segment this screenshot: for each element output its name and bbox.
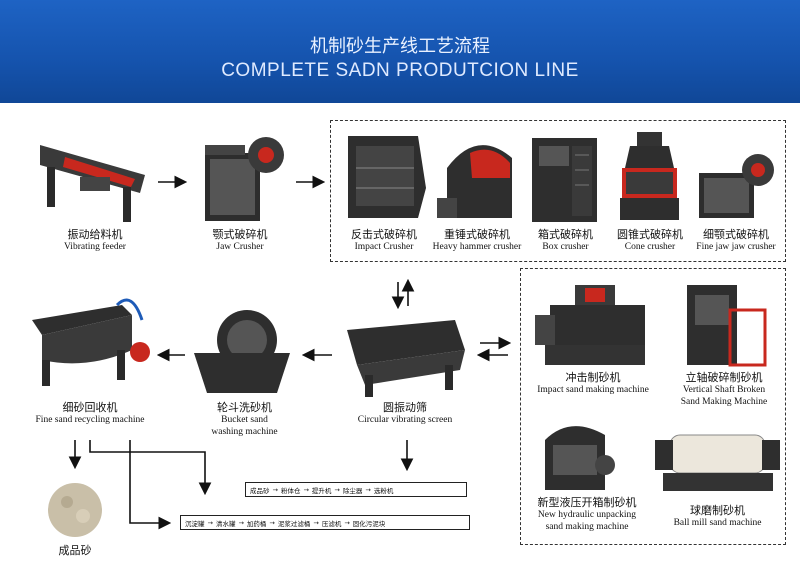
heavy-hammer-crusher-image bbox=[437, 145, 512, 218]
impact-crusher-image bbox=[348, 136, 426, 218]
title-cn: 机制砂生产线工艺流程 bbox=[310, 36, 490, 57]
label-impact-sand: 冲击制砂机 Impact sand making machine bbox=[537, 371, 649, 396]
label-jaw-crusher: 颚式破碎机 Jaw Crusher bbox=[212, 228, 268, 253]
label-fine-sand-recycling: 细砂回收机 Fine sand recycling machine bbox=[35, 401, 145, 426]
label-ball-mill: 球磨制砂机 Ball mill sand machine bbox=[673, 504, 762, 529]
fine-jaw-crusher-image bbox=[699, 154, 774, 218]
flow-arrow: → bbox=[334, 485, 340, 494]
flow-arrow: → bbox=[303, 485, 309, 494]
label-bucket-washer: 轮斗洗砂机 Bucket sand washing machine bbox=[211, 401, 278, 438]
label-box-crusher: 箱式破碎机 Box crusher bbox=[538, 228, 593, 253]
jaw-crusher-image bbox=[205, 137, 284, 221]
flow-bottom-step: 泥浆过滤桶 bbox=[277, 519, 311, 528]
flow-top-step: 选粉机 bbox=[373, 486, 394, 495]
flow-bottom-box: 沉淀罐→ 清水罐→ 加药桶→ 泥浆过滤桶→ 压滤机→ 固化污泥块 bbox=[180, 515, 470, 530]
label-vertical-shaft: 立轴破碎制砂机 Vertical Shaft Broken Sand Makin… bbox=[680, 371, 768, 408]
flow-top-step: 成品砂 bbox=[250, 486, 270, 495]
label-fine-jaw: 细颚式破碎机 Fine jaw jaw crusher bbox=[696, 228, 776, 253]
flow-bottom-step: 加药桶 bbox=[246, 519, 267, 528]
flow-arrow: → bbox=[313, 518, 319, 527]
title-en: COMPLETE SADN PRODUTCION LINE bbox=[221, 60, 579, 81]
label-vibrating-feeder: 振动给料机 Vibrating feeder bbox=[64, 228, 126, 253]
flow-top-step: 除尘器 bbox=[342, 486, 363, 495]
flow-top-step: 粉体仓 bbox=[280, 486, 301, 495]
vertical-shaft-image bbox=[687, 285, 767, 367]
label-hydraulic-box: 新型液压开箱制砂机 New hydraulic unpacking sand m… bbox=[537, 496, 637, 533]
flow-arrow: → bbox=[269, 518, 275, 527]
vibrating-feeder-image bbox=[40, 145, 145, 222]
flow-arrow: → bbox=[238, 518, 244, 527]
header-banner: 机制砂生产线工艺流程 COMPLETE SADN PRODUTCION LINE bbox=[0, 0, 800, 103]
label-circular-screen: 圆振动筛 Circular vibrating screen bbox=[357, 401, 453, 426]
fine-sand-recycling-image bbox=[32, 298, 150, 386]
circular-screen-image bbox=[347, 320, 465, 397]
flow-top-box: 成品砂→ 粉体仓→ 提升机→ 除尘器→ 选粉机 bbox=[245, 482, 467, 497]
flow-bottom-step: 固化污泥块 bbox=[352, 519, 386, 528]
finished-sand-image bbox=[48, 483, 102, 537]
flow-arrow: → bbox=[207, 518, 213, 527]
label-cone-crusher: 圆锥式破碎机 Cone crusher bbox=[617, 228, 683, 253]
flow-top-step: 提升机 bbox=[311, 486, 332, 495]
flow-arrow: → bbox=[344, 518, 350, 527]
flow-bottom-step: 清水罐 bbox=[215, 519, 236, 528]
flow-bottom-step: 压滤机 bbox=[321, 519, 342, 528]
flow-bottom-step: 沉淀罐 bbox=[185, 519, 205, 528]
label-finished-sand: 成品砂 bbox=[58, 544, 92, 557]
label-heavy-hammer: 重锤式破碎机 Heavy hammer crusher bbox=[432, 228, 522, 253]
bucket-washer-image bbox=[194, 310, 290, 393]
crusher-options-box bbox=[330, 120, 786, 262]
arrow-recycler-to-bottom-flow bbox=[129, 440, 172, 530]
cone-crusher-image bbox=[620, 132, 679, 220]
label-impact-crusher: 反击式破碎机 Impact Crusher bbox=[351, 228, 417, 253]
sand-maker-options-box bbox=[520, 268, 786, 545]
ball-mill-image bbox=[655, 434, 780, 491]
box-crusher-image bbox=[532, 138, 597, 222]
flow-arrow: → bbox=[365, 485, 371, 494]
arrow-recycler-to-sludge bbox=[89, 440, 212, 496]
hydraulic-box-image bbox=[545, 426, 615, 490]
flow-arrow: → bbox=[272, 485, 278, 494]
impact-sand-maker-image bbox=[535, 285, 645, 365]
